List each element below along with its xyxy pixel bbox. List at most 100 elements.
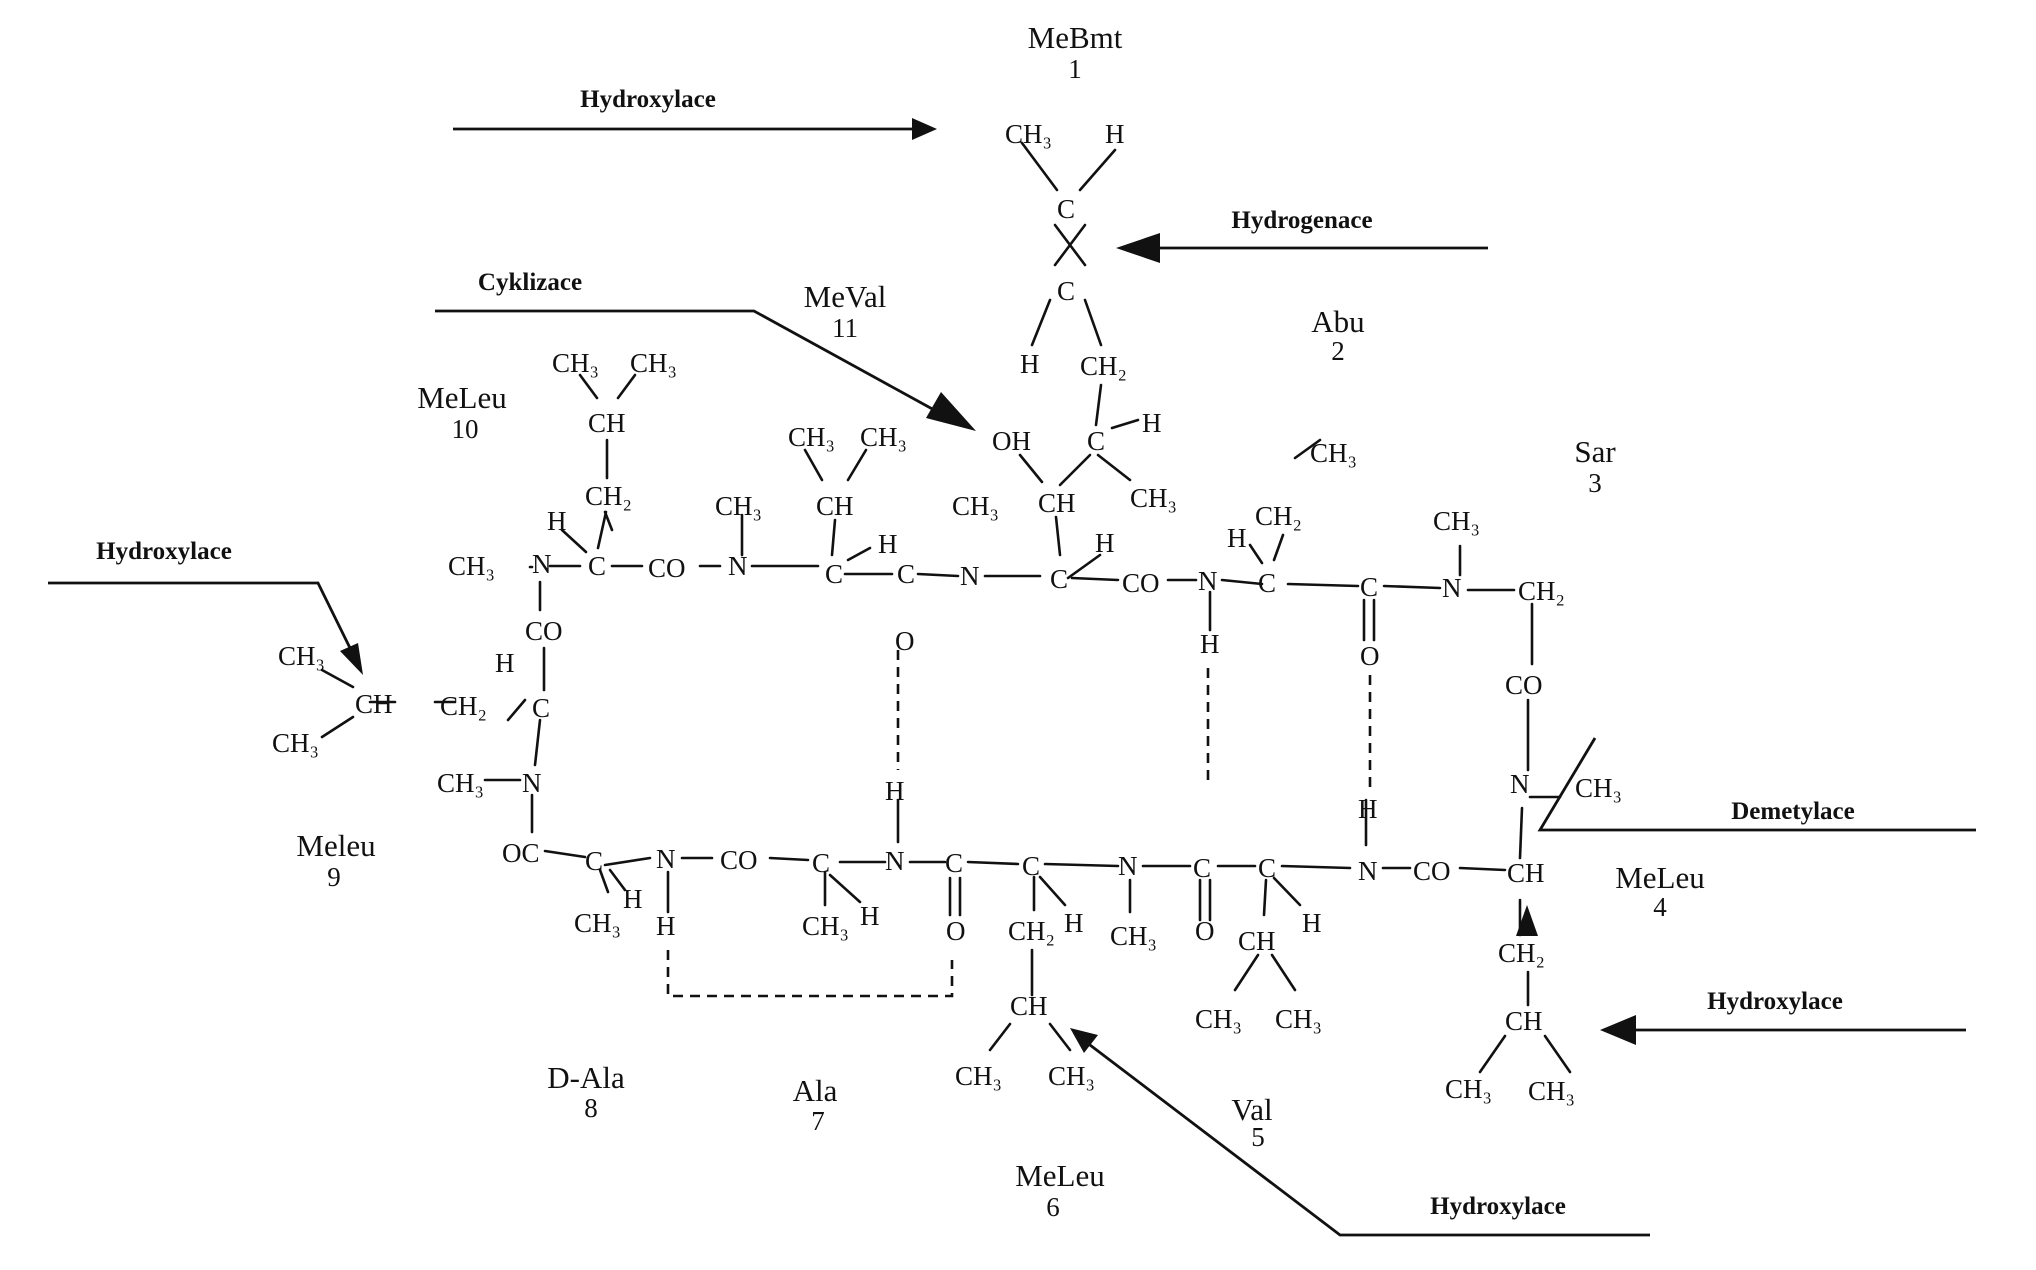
- atom-label: CH₃: [1528, 1076, 1575, 1106]
- atom-label: H: [495, 648, 515, 678]
- residue-6-number: 6: [1046, 1192, 1060, 1222]
- atom-label: CH₂: [1008, 916, 1055, 946]
- atom-label: N: [1442, 573, 1462, 603]
- atom-label: N: [885, 846, 905, 876]
- atom-label: CH: [1238, 926, 1276, 956]
- bond-lines: [320, 141, 1572, 1074]
- atom-label: CH₂: [440, 691, 487, 721]
- atom-label: CH₃: [802, 911, 849, 941]
- atom-label: CH₃: [278, 641, 325, 671]
- atom-label: CH₃: [1048, 1061, 1095, 1091]
- reaction-hydroxylation-bottom: Hydroxylace: [1430, 1193, 1566, 1220]
- atom-label: CH₂: [585, 481, 632, 511]
- atom-label: CO: [1505, 670, 1543, 700]
- atom-label: H: [1020, 349, 1040, 379]
- residue-1-name: MeBmt: [1028, 20, 1123, 55]
- atom-label: CH₃: [1275, 1004, 1322, 1034]
- residue-3-name: Sar: [1574, 434, 1616, 469]
- residue-6-name: MeLeu: [1015, 1158, 1105, 1193]
- atom-label: CH₃: [860, 422, 907, 452]
- atom-label: CO: [1413, 856, 1451, 886]
- atom-label: CH: [355, 689, 393, 719]
- reaction-cyclization: Cyklizace: [478, 269, 582, 296]
- atom-label: H: [623, 884, 643, 914]
- residue-10-name: MeLeu: [417, 380, 507, 415]
- arrow-demethylation: [1537, 737, 1976, 832]
- residue-11-name: MeVal: [804, 279, 887, 314]
- atom-label: H: [885, 776, 905, 806]
- atom-label: CH₃: [1195, 1004, 1242, 1034]
- arrow-up-residue-4: [1516, 905, 1538, 936]
- atom-label: H: [1358, 794, 1378, 824]
- atom-label: CO: [720, 845, 758, 875]
- reaction-hydroxylation-right: Hydroxylace: [1707, 988, 1843, 1015]
- atom-label: N: [1118, 851, 1138, 881]
- residue-5-number: 5: [1251, 1122, 1265, 1152]
- atom-label: C: [1057, 194, 1075, 224]
- atom-label: CH₃: [952, 491, 999, 521]
- residue-4-name: MeLeu: [1615, 860, 1705, 895]
- atom-label: O: [895, 626, 915, 656]
- atom-label: CH₃: [630, 348, 677, 378]
- atom-label: CO: [1122, 568, 1160, 598]
- atom-label: H: [860, 901, 880, 931]
- atom-label: CH₃: [788, 422, 835, 452]
- atom-label: OC: [502, 838, 540, 868]
- atom-label: C: [588, 551, 606, 581]
- residue-9-name: Meleu: [296, 828, 375, 863]
- arrow-cyclization: [435, 309, 976, 431]
- atom-label: CH₂: [1080, 351, 1127, 381]
- atom-label: CH₃: [1310, 438, 1357, 468]
- atom-label: CH₃: [574, 908, 621, 938]
- residue-8-number: 8: [584, 1093, 598, 1123]
- atom-label: H: [656, 911, 676, 941]
- residue-2-name: Abu: [1311, 304, 1364, 339]
- arrow-hydroxylation-bottom: [1070, 1028, 1650, 1237]
- atom-label: CH₃: [1110, 921, 1157, 951]
- atom-label: C: [825, 559, 843, 589]
- residue-10-number: 10: [452, 414, 479, 444]
- atom-labels: CH₃ H C C H CH₂ C H CH₃ OH CH CH₃ N C H …: [272, 119, 1622, 1106]
- atom-label: CH: [588, 408, 626, 438]
- atom-label: N: [1358, 856, 1378, 886]
- atom-label: C: [532, 693, 550, 723]
- atom-label: H: [1200, 629, 1220, 659]
- residue-4-number: 4: [1653, 892, 1667, 922]
- atom-label: H: [1064, 908, 1084, 938]
- atom-label: CH₃: [1433, 506, 1480, 536]
- reaction-hydroxylation-top: Hydroxylace: [580, 86, 716, 113]
- atom-label: C: [1193, 853, 1211, 883]
- atom-label: CH: [1507, 858, 1545, 888]
- atom-label: C: [897, 559, 915, 589]
- arrow-hydroxylation-left: [48, 581, 363, 675]
- atom-label: O: [1360, 641, 1380, 671]
- atom-label: H: [1227, 523, 1247, 553]
- atom-label: CO: [525, 616, 563, 646]
- atom-label: C: [1087, 426, 1105, 456]
- atom-label: CH₃: [955, 1061, 1002, 1091]
- atom-label: C: [1360, 572, 1378, 602]
- atom-label: C: [1050, 564, 1068, 594]
- atom-label: CH: [1010, 991, 1048, 1021]
- atom-label: CH: [1505, 1006, 1543, 1036]
- arrow-hydroxylation-right: [1600, 1015, 1966, 1045]
- atom-label: H: [878, 529, 898, 559]
- atom-label: CH₃: [1575, 773, 1622, 803]
- atom-label: CH₂: [1255, 501, 1302, 531]
- atom-label: N: [656, 844, 676, 874]
- atom-label: H: [1105, 119, 1125, 149]
- atom-label: CH: [816, 491, 854, 521]
- atom-label: CH₃: [272, 728, 319, 758]
- residue-1-number: 1: [1068, 54, 1082, 84]
- atom-label: N: [728, 551, 748, 581]
- atom-label: CH₃: [1005, 119, 1052, 149]
- atom-label: N: [1510, 769, 1530, 799]
- atom-label: CH₃: [1445, 1074, 1492, 1104]
- atom-label: H: [1302, 908, 1322, 938]
- reaction-hydrogenation: Hydrogenace: [1231, 207, 1372, 234]
- atom-label: H: [1142, 408, 1162, 438]
- atom-label: H: [1095, 528, 1115, 558]
- arrow-hydroxylation-top: [453, 118, 937, 140]
- hydrogen-bonds: [666, 650, 1372, 998]
